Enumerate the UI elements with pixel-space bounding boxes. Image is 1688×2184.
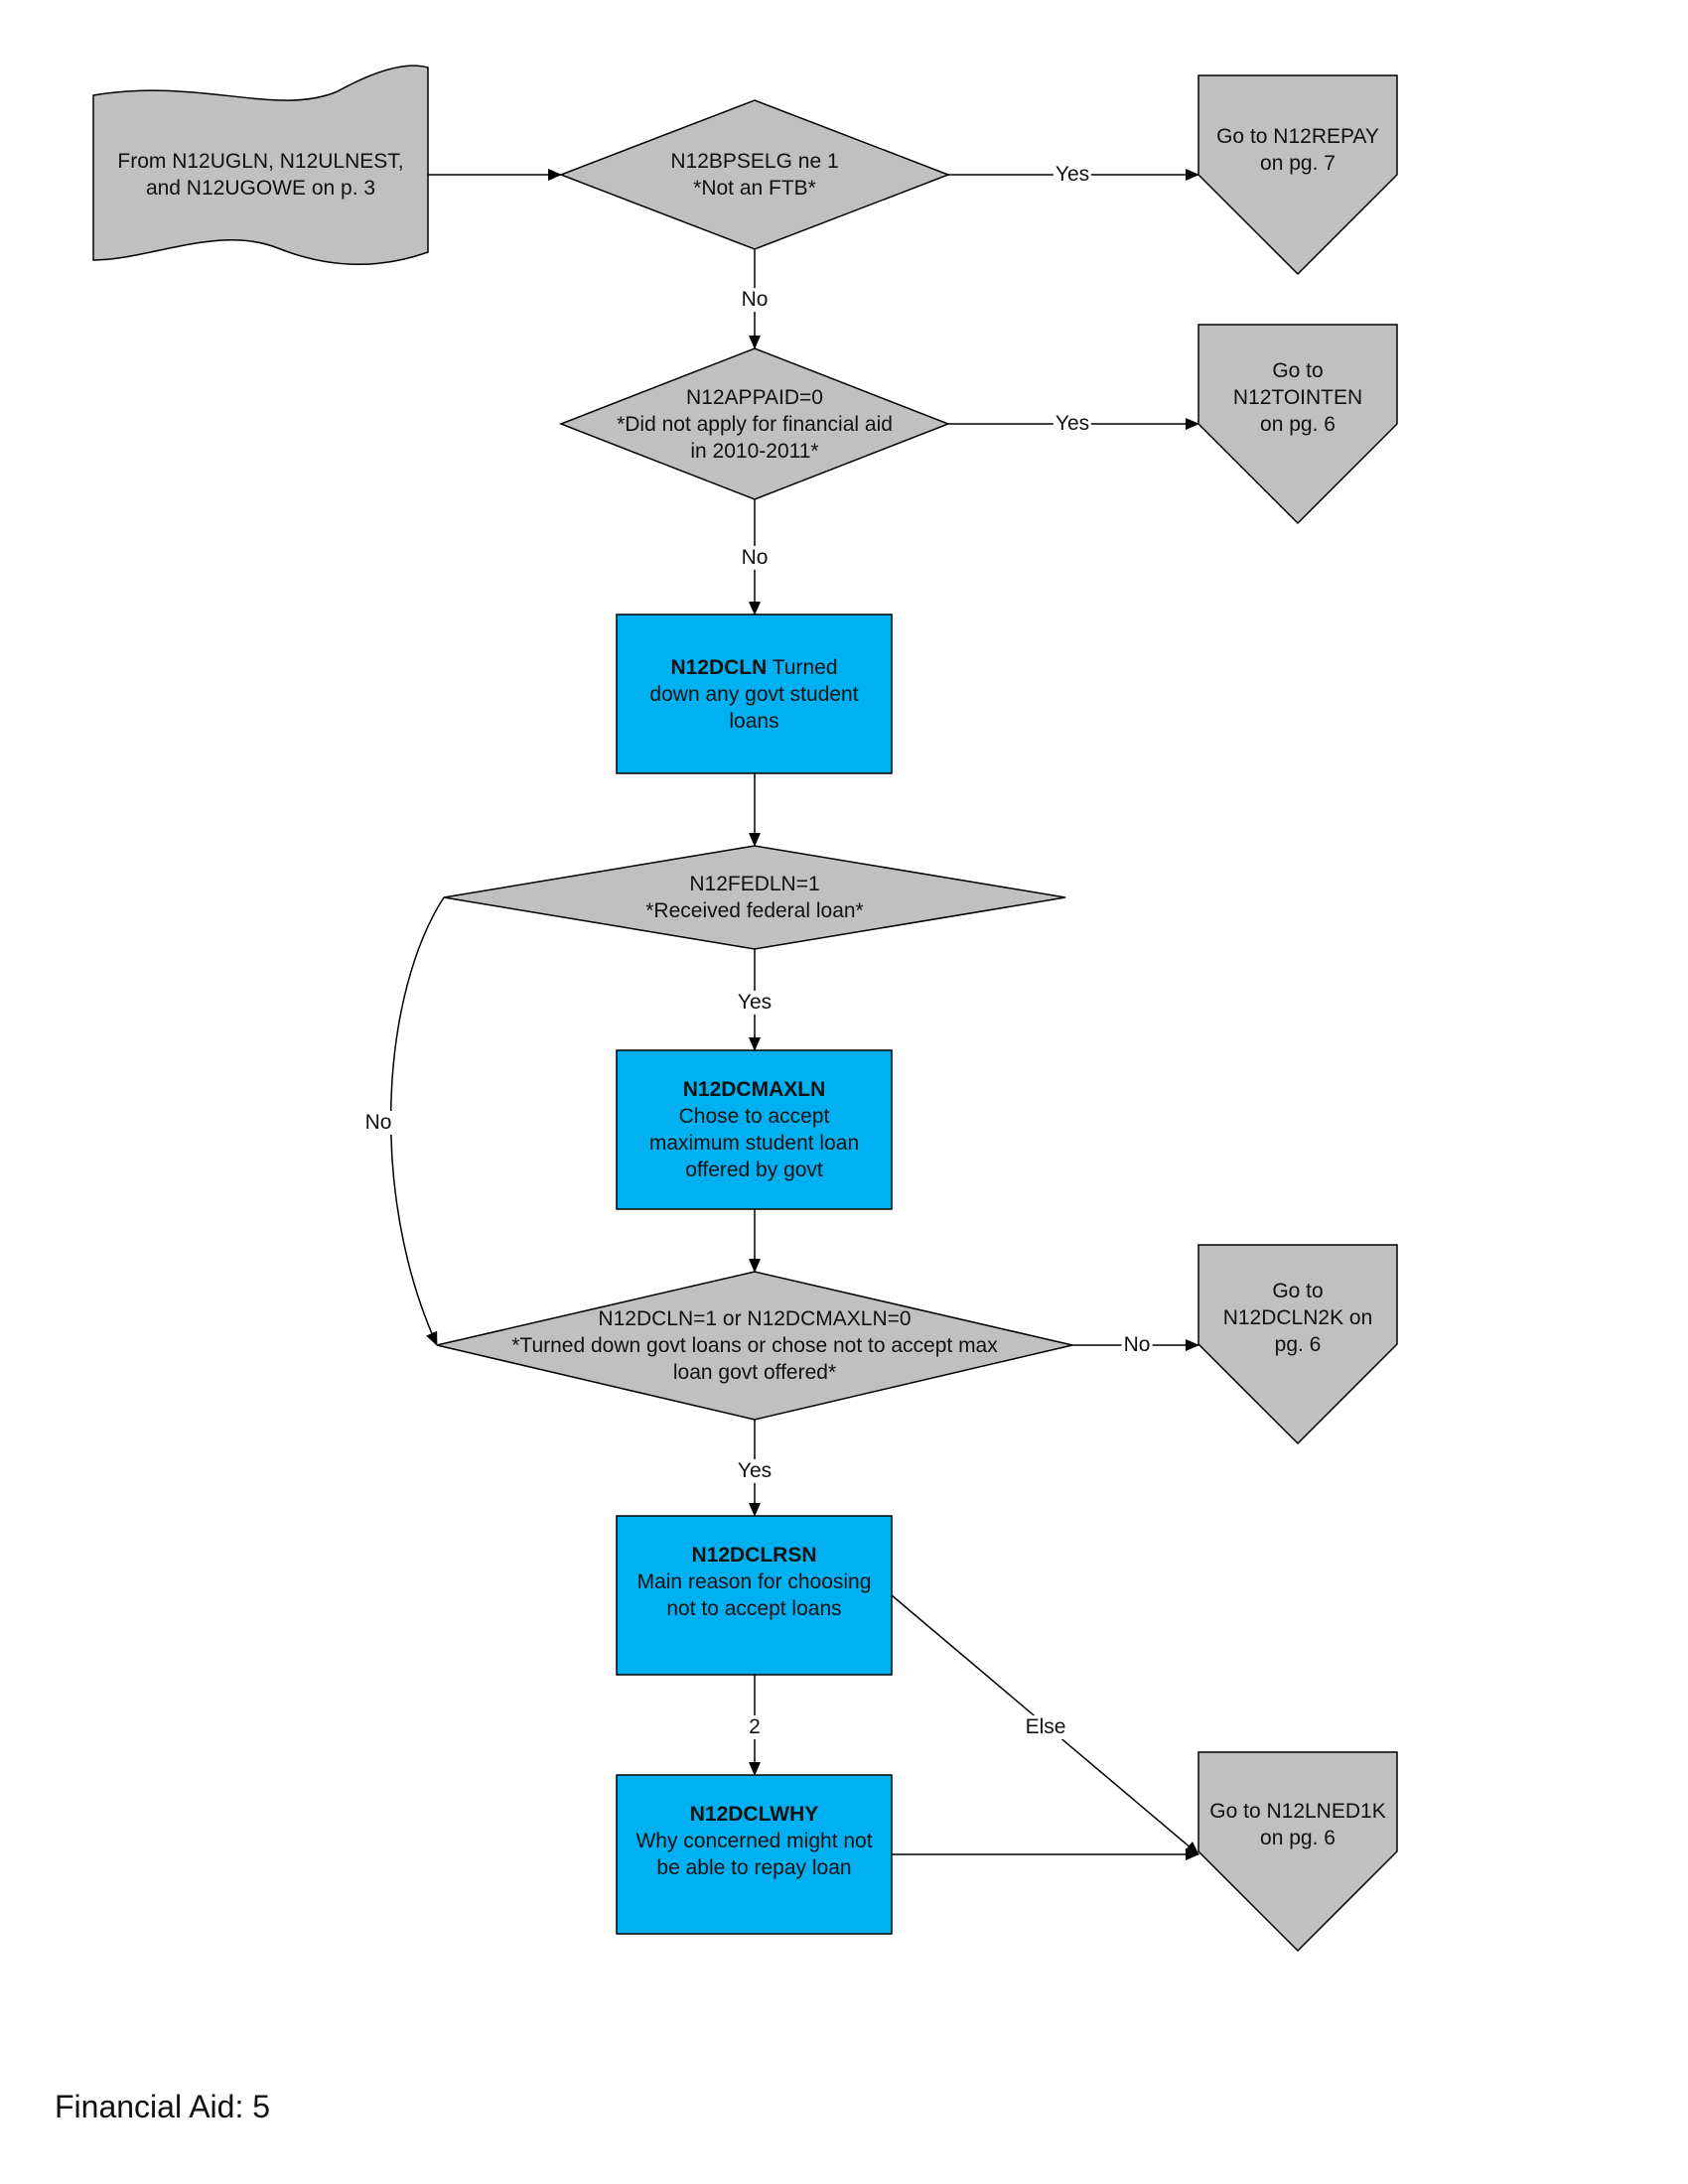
edge-label-p3-2: 2	[747, 1715, 763, 1739]
process-p4-shape	[616, 1774, 893, 1935]
edge-label-p3-else: Else	[1023, 1715, 1068, 1739]
edge-label-d3-yes: Yes	[735, 991, 774, 1015]
process-p4-text: N12DCLWHY Why concerned might not be abl…	[635, 1802, 873, 1879]
process-p3-text: N12DCLRSN Main reason for choosing not t…	[636, 1543, 872, 1620]
start-document-shape	[92, 65, 429, 266]
decision-d4-text: N12DCLN=1 or N12DCMAXLN=0 *Turned down g…	[511, 1306, 998, 1384]
process-p3-shape	[616, 1515, 893, 1676]
offpage-repay-text: Go to N12REPAY on pg. 7	[1216, 125, 1379, 175]
offpage-dcln2k-shape	[1197, 1244, 1398, 1445]
process-p2-text: N12DCMAXLN Chose to accept maximum stude…	[648, 1078, 860, 1181]
edge-label-d4-no: No	[1121, 1333, 1153, 1357]
offpage-repay-shape	[1197, 74, 1398, 276]
decision-d3-text: N12FEDLN=1 *Received federal loan*	[645, 873, 864, 922]
edge-label-d1-no: No	[739, 288, 771, 312]
decision-d1-text: N12BPSELG ne 1 *Not an FTB*	[670, 150, 839, 200]
process-p1-text: N12DCLN Turned down any govt student loa…	[649, 655, 859, 733]
variable-name: N12DCLN	[670, 655, 768, 679]
edge-label-d2-no: No	[739, 546, 771, 570]
offpage-lned1k-shape	[1197, 1751, 1398, 1953]
edge-label-d3-no: No	[362, 1111, 394, 1135]
variable-name: N12DCLWHY	[689, 1802, 819, 1826]
page-footer: Financial Aid: 5	[55, 2089, 271, 2124]
variable-name: N12DCMAXLN	[682, 1078, 826, 1101]
offpage-dcln2k-text: Go to N12DCLN2K on pg. 6	[1222, 1279, 1373, 1356]
edge-d3-no	[389, 896, 445, 1346]
variable-name: N12DCLRSN	[691, 1543, 817, 1567]
edge-label-d4-yes: Yes	[735, 1459, 774, 1483]
offpage-tointen-shape	[1197, 324, 1398, 525]
offpage-lned1k-text: Go to N12LNED1K on pg. 6	[1209, 1800, 1386, 1849]
edge-label-d2-yes: Yes	[1053, 412, 1092, 436]
offpage-tointen-text: Go to N12TOINTEN on pg. 6	[1232, 358, 1363, 436]
start-text: From N12UGLN, N12ULNEST, and N12UGOWE on…	[117, 150, 404, 200]
edge-label-d1-yes: Yes	[1053, 163, 1092, 187]
decision-d2-text: N12APPAID=0 *Did not apply for financial…	[617, 385, 893, 463]
